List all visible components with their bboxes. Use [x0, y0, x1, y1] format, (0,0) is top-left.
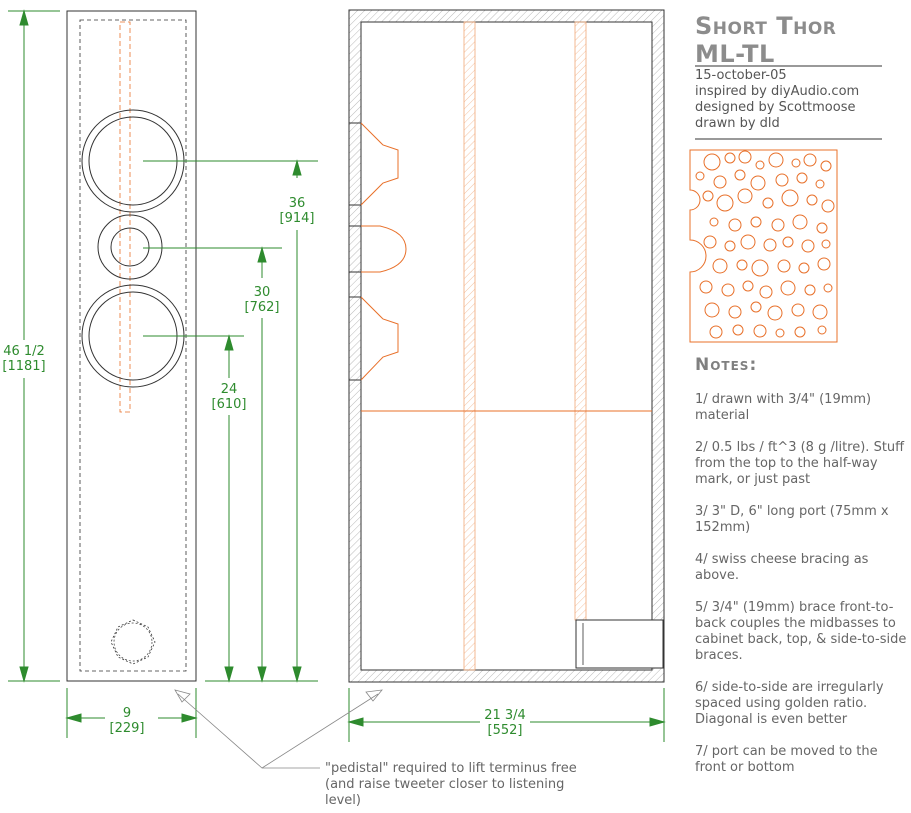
title-line2: ML-TL	[695, 40, 775, 68]
width-imperial: 9	[122, 706, 132, 721]
depth-dim-label: 21 3/4 [552]	[480, 708, 530, 738]
height-dim-label: 46 1/2 [1181]	[0, 344, 48, 374]
note-2: 2/ 0.5 lbs / ft^3 (8 g /litre). Stuff fr…	[695, 440, 905, 487]
tweeter-inner	[110, 227, 150, 267]
swiss-cheese-brace	[689, 149, 838, 343]
woofer-top-metric: [914]	[279, 211, 315, 226]
callout-leaders	[174, 689, 383, 769]
side-view	[348, 9, 665, 683]
drawn-text: drawn by dld	[695, 116, 780, 131]
port-circle	[113, 622, 153, 662]
dimension-lines	[8, 9, 666, 742]
depth-metric: [552]	[487, 723, 523, 738]
note-5: 5/ 3/4" (19mm) brace front-to-back coupl…	[695, 600, 907, 663]
brace-right	[574, 21, 587, 621]
height-metric: [1181]	[0, 359, 48, 374]
inspired-text: inspired by diyAudio.com	[695, 84, 860, 99]
front-brace-dashed	[119, 21, 131, 413]
height-imperial: 46 1/2	[0, 344, 48, 359]
side-walls-hatched	[348, 9, 665, 683]
note-1: 1/ drawn with 3/4" (19mm) material	[695, 392, 872, 423]
depth-imperial: 21 3/4	[484, 708, 526, 723]
woofer-top-imperial: 36	[288, 196, 306, 211]
port-side	[575, 619, 664, 669]
note-6: 6/ side-to-side are irregularly spaced u…	[695, 680, 884, 727]
tweeter-metric: [762]	[244, 300, 280, 315]
front-view	[66, 10, 197, 682]
brace-left	[463, 21, 476, 671]
woofer-top-profile	[360, 122, 399, 206]
woofer-top-dim-label: 36 [914]	[277, 196, 317, 226]
tweeter-profile	[361, 225, 407, 273]
notes-heading: Notes:	[695, 355, 758, 375]
note-3: 3/ 3" D, 6" long port (75mm x 152mm)	[695, 504, 889, 535]
width-metric: [229]	[109, 721, 145, 736]
woofer-bottom-imperial: 24	[220, 382, 238, 397]
woofer-bottom-profile	[360, 296, 399, 381]
pedestal-callout: "pedistal" required to lift terminus fre…	[325, 761, 577, 808]
title-line1: Short Thor	[695, 12, 837, 40]
note-7: 7/ port can be moved to the front or bot…	[695, 744, 878, 775]
tweeter-dim-label: 30 [762]	[240, 285, 284, 315]
woofer-bottom-dim-label: 24 [610]	[207, 382, 251, 412]
width-dim-label: 9 [229]	[104, 706, 150, 736]
tweeter-outer	[97, 214, 163, 280]
woofer-bottom-metric: [610]	[211, 397, 247, 412]
front-inner-dashed	[79, 19, 187, 672]
designed-text: designed by Scottmoose	[695, 100, 856, 115]
note-4: 4/ swiss cheese bracing as above.	[695, 552, 869, 583]
date-text: 15-october-05	[695, 68, 787, 83]
tweeter-imperial: 30	[253, 285, 271, 300]
port-dashed	[110, 619, 156, 665]
front-baffle-outline	[66, 10, 197, 682]
